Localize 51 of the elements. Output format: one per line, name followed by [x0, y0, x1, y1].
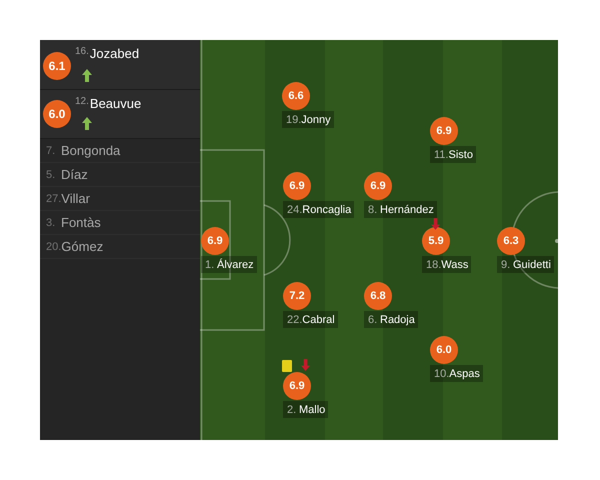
- substitute-row: [40, 90, 200, 139]
- rating-circle: 6.1: [43, 52, 71, 80]
- shirt-number: 2.: [287, 404, 298, 416]
- shirt-number: 7.: [46, 144, 56, 156]
- player-name: Guidetti: [513, 258, 551, 270]
- player-name: Mallo: [299, 404, 326, 416]
- shirt-number: 9.: [501, 258, 512, 270]
- shirt-number: 19.: [286, 114, 302, 126]
- player-name: Roncaglia: [302, 204, 352, 216]
- player-name: Wass: [441, 258, 468, 270]
- shirt-number: 10.: [434, 368, 450, 380]
- player-name: Jonny: [301, 114, 331, 126]
- player-name: Díaz: [61, 167, 88, 182]
- shirt-number: 12.: [75, 96, 89, 108]
- player-name: Fontàs: [61, 215, 101, 230]
- player-label: [201, 256, 257, 273]
- player-name: Álvarez: [217, 258, 254, 270]
- shirt-number: 16.: [75, 46, 89, 58]
- player-name: Radoja: [380, 314, 415, 326]
- shirt-number: 18.: [426, 258, 442, 270]
- player-label: [283, 401, 328, 418]
- shirt-number: 1.: [205, 258, 216, 270]
- player-name: Cabral: [302, 314, 335, 326]
- player-name: Sisto: [448, 148, 473, 160]
- shirt-number: 24.: [287, 204, 302, 216]
- player-label: [364, 201, 437, 218]
- player-label: [430, 365, 483, 382]
- shirt-number: 27.: [46, 192, 62, 204]
- player-label: [497, 256, 554, 273]
- player-label: [422, 256, 472, 273]
- shirt-number: 6.: [368, 314, 378, 326]
- shirt-number: 8.: [368, 204, 378, 216]
- player-name: Villar: [61, 191, 90, 206]
- rating-circle: 6.0: [43, 100, 71, 128]
- player-label: [283, 201, 354, 218]
- substitute-row: [40, 40, 200, 90]
- shirt-number: 5.: [46, 168, 56, 180]
- player-label: [364, 311, 418, 328]
- player-name: Bongonda: [61, 143, 120, 158]
- shirt-number: 11.: [434, 148, 448, 160]
- shirt-number: 20.: [46, 240, 62, 252]
- player-label: [282, 111, 334, 128]
- shirt-number: 22.: [287, 314, 302, 326]
- player-name: Aspas: [449, 368, 480, 380]
- player-name: Beauvue: [90, 96, 142, 112]
- player-name: Jozabed: [90, 46, 140, 62]
- shirt-number: 3.: [46, 216, 56, 228]
- player-name: Gómez: [61, 239, 104, 254]
- player-label: [430, 146, 476, 163]
- player-label: [283, 311, 338, 328]
- player-name: Hernández: [380, 204, 434, 216]
